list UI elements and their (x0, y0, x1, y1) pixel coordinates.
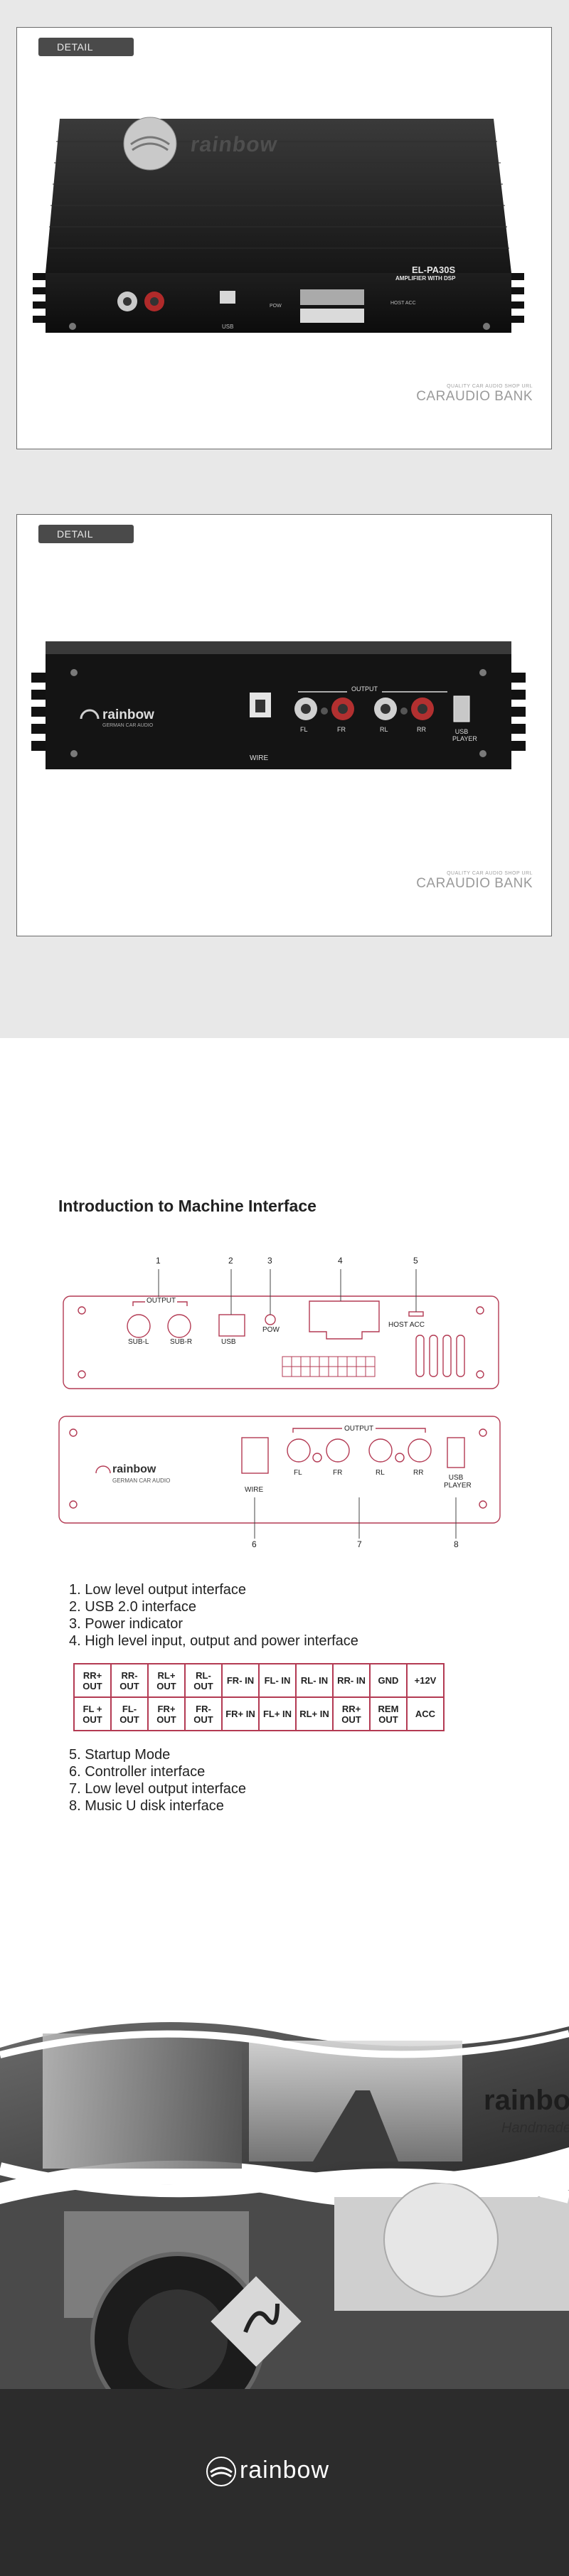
diagram-brand-text: rainbow (112, 1463, 156, 1475)
callout-2: 2 (228, 1256, 233, 1266)
detail-panel-top-view: DETAIL (16, 27, 552, 449)
diagram-wire-label: WIRE (245, 1486, 264, 1494)
table-cell: FL- OUT (110, 1696, 149, 1731)
front-brand-text: rainbow (102, 707, 154, 722)
table-cell: RL+ OUT (147, 1663, 186, 1698)
table-cell: +12V (406, 1663, 445, 1698)
watermark-brand: QUALITY CAR AUDIO SHOP URL CARAUDIO BANK (416, 384, 533, 405)
list-item: 5. Startup Mode (69, 1747, 171, 1763)
output-label: OUTPUT (347, 685, 382, 693)
table-cell: RR+ OUT (332, 1696, 371, 1731)
sub-l-label: SUB-L (128, 1338, 149, 1346)
model-number: EL-PA30S (412, 264, 456, 275)
top-pow-label: POW (262, 1326, 280, 1334)
callout-3: 3 (267, 1256, 272, 1266)
channel-label-rr: RR (417, 726, 426, 733)
list-item: 2. USB 2.0 interface (69, 1599, 196, 1615)
table-cell: FL+ IN (258, 1696, 297, 1731)
table-cell: FL + OUT (73, 1696, 112, 1731)
detail-panel-front-view: DETAIL rainbow GERMAN CAR AUDIO OUTPUT W… (16, 514, 552, 936)
list-item: 8. Music U disk interface (69, 1798, 224, 1814)
channel-label-fr: FR (337, 726, 346, 733)
table-cell: RR+ OUT (73, 1663, 112, 1698)
model-subtitle: AMPLIFIER WITH DSP (395, 275, 456, 282)
table-cell: RL- IN (295, 1663, 334, 1698)
usb-player-label-line1: USB (454, 728, 469, 735)
channel-label-rl: RL (380, 726, 388, 733)
watermark-big-text: CARAUDIO BANK (416, 876, 533, 891)
wire-label: WIRE (250, 754, 269, 762)
table-cell: RL+ IN (295, 1696, 334, 1731)
watermark-brand: QUALITY CAR AUDIO SHOP URL CARAUDIO BANK (416, 871, 533, 892)
front-interface-diagram (58, 1416, 501, 1539)
usb-player-label-line2: PLAYER (452, 735, 477, 742)
diagram-usb-player-line1: USB (448, 1474, 464, 1482)
top-usb-label: USB (221, 1338, 236, 1346)
interface-list-2: 5. Startup Mode 6. Controller interface … (69, 1746, 246, 1815)
diagram-usb-player-line2: PLAYER (444, 1482, 472, 1490)
list-item: 1. Low level output interface (69, 1582, 247, 1598)
usb-port-label: USB (222, 324, 234, 330)
watermark-small-text: QUALITY CAR AUDIO SHOP URL (447, 384, 533, 389)
front-brand-subtitle: GERMAN CAR AUDIO (102, 723, 154, 728)
top-host-acc-label: HOST ACC (388, 1321, 425, 1329)
table-cell: FR+ IN (221, 1696, 260, 1731)
table-cell: RR- OUT (110, 1663, 149, 1698)
table-cell: FL- IN (258, 1663, 297, 1698)
table-cell: FR+ OUT (147, 1696, 186, 1731)
callout-4: 4 (338, 1256, 343, 1266)
diagram-brand-subtitle: GERMAN CAR AUDIO (112, 1477, 171, 1484)
footer (0, 2389, 569, 2576)
callout-6: 6 (252, 1539, 257, 1549)
device-brand-text: rainbow (188, 133, 280, 156)
diagram-channel-rl: RL (376, 1469, 385, 1477)
table-row: FL + OUT FL- OUT FR+ OUT FR- OUT FR+ IN … (73, 1696, 445, 1731)
table-cell: REM OUT (369, 1696, 408, 1731)
host-acc-label: HOST ACC (390, 301, 416, 306)
table-cell: ACC (406, 1696, 445, 1731)
table-cell: FR- OUT (184, 1696, 223, 1731)
watermark-big-text: CARAUDIO BANK (416, 389, 533, 404)
sub-r-label: SUB-R (170, 1338, 193, 1346)
section-title: Introduction to Machine Interface (58, 1197, 317, 1215)
pow-label: POW (270, 304, 282, 309)
brand-emblem-icon (123, 117, 177, 171)
interface-list-1: 1. Low level output interface 2. USB 2.0… (69, 1581, 358, 1650)
list-item: 6. Controller interface (69, 1764, 206, 1780)
pin-table: RR+ OUT RR- OUT RL+ OUT RL- OUT FR- IN F… (73, 1663, 445, 1731)
callout-5: 5 (413, 1256, 418, 1266)
table-cell: GND (369, 1663, 408, 1698)
rainbow-logo-icon (206, 2457, 236, 2486)
diagram-output-label: OUTPUT (342, 1425, 376, 1433)
lifestyle-collage (0, 2022, 569, 2389)
collage-brand: rainbow (484, 2085, 569, 2116)
table-row: RR+ OUT RR- OUT RL+ OUT RL- OUT FR- IN F… (73, 1663, 445, 1698)
diagram-channel-rr: RR (413, 1469, 424, 1477)
top-output-label: OUTPUT (145, 1297, 178, 1305)
table-cell: RR- IN (332, 1663, 371, 1698)
channel-label-fl: FL (300, 726, 308, 733)
top-interface-diagram (63, 1269, 499, 1389)
usb-player-label: USB PLAYER (452, 728, 477, 742)
diagram-usb-player: USB PLAYER (444, 1474, 472, 1490)
amplifier-front-photo (31, 641, 526, 769)
diagram-channel-fl: FL (294, 1469, 302, 1477)
callout-1: 1 (156, 1256, 161, 1266)
footer-logo-text: rainbow (239, 2457, 330, 2484)
diagram-channel-fr: FR (333, 1469, 343, 1477)
collage-tagline: Handmade (501, 2120, 569, 2136)
callout-8: 8 (454, 1539, 459, 1549)
list-item: 7. Low level output interface (69, 1781, 247, 1797)
watermark-small-text: QUALITY CAR AUDIO SHOP URL (447, 871, 533, 876)
list-item: 3. Power indicator (69, 1616, 184, 1632)
callout-7: 7 (357, 1539, 362, 1549)
table-cell: FR- IN (221, 1663, 260, 1698)
list-item: 4. High level input, output and power in… (69, 1633, 358, 1649)
detail-tag: DETAIL (38, 525, 134, 543)
table-cell: RL- OUT (184, 1663, 223, 1698)
detail-tag: DETAIL (38, 38, 134, 56)
